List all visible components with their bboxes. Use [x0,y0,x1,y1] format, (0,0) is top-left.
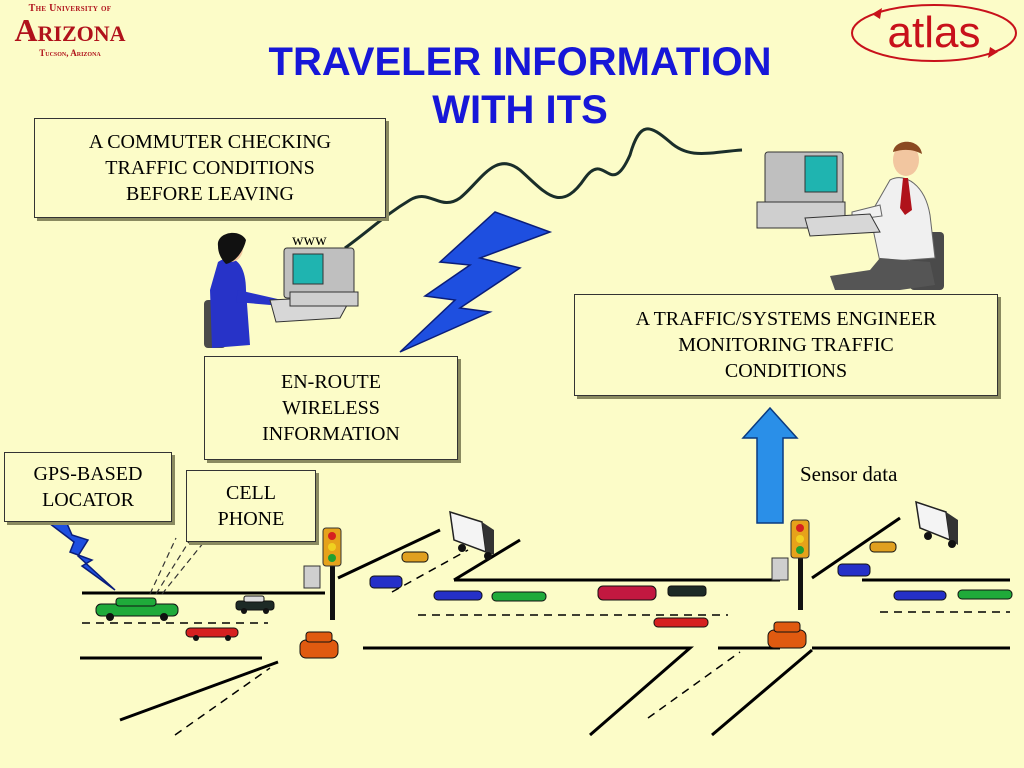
atlas-logo-arrowhead [988,47,998,58]
car-dark [667,585,707,597]
car-green [491,591,547,602]
car-yellow [869,541,897,553]
enroute-wireless-box: EN-ROUTE WIRELESS INFORMATION [204,356,458,460]
car-blue [369,575,403,589]
car-green [957,589,1013,600]
university-line-1: The University of [28,3,112,14]
gps-locator-box: GPS-BASED LOCATOR [4,452,172,522]
road-network [80,516,1010,737]
car-red [185,627,239,641]
traffic-signal-right [790,519,810,610]
signal-controller-cabinet [303,565,321,589]
university-location: Tucson, Arizona [39,47,101,58]
car-orange [299,631,339,659]
car-blue [837,563,871,577]
road-lane-markings [82,549,1010,736]
atlas-logo-ellipse [851,4,1017,62]
sensor-data-label: Sensor data [800,462,898,486]
car-red [653,617,709,628]
traffic-signal-left [322,527,342,620]
wireless-lightning-bolt [399,211,553,353]
atlas-logo-arrowhead [872,8,882,19]
truck [449,510,494,560]
engineer-box: A TRAFFIC/SYSTEMS ENGINEER MONITORING TR… [574,294,998,396]
internet-wave-line [344,127,743,250]
title-line-2: WITH ITS [432,88,608,132]
car-yellow [401,551,429,563]
page-title: TRAVELER INFORMATION WITH ITS [220,38,820,134]
university-of-arizona-logo: The University of Arizona Tucson, Arizon… [6,3,134,58]
car-dark [235,595,275,614]
gps-signal-beams [149,537,205,595]
car-green-gps [95,597,179,621]
atlas-logo: atlas [887,8,981,57]
signal-controller-cabinet [771,557,789,581]
car-orange [767,621,807,649]
car-blue [893,590,947,601]
www-label: www [292,232,327,249]
commuter-box: A COMMUTER CHECKING TRAFFIC CONDITIONS B… [34,118,386,218]
engineer-figure [756,141,944,290]
car-blue [433,590,483,601]
cell-phone-box: CELL PHONE [186,470,316,542]
gps-lightning-bolt [43,510,116,591]
university-name: Arizona [14,12,126,48]
title-line-1: TRAVELER INFORMATION [268,40,772,84]
truck [915,500,958,548]
sensor-data-arrow [741,406,799,524]
car-maroon [597,585,657,601]
commuter-figure [204,232,359,348]
